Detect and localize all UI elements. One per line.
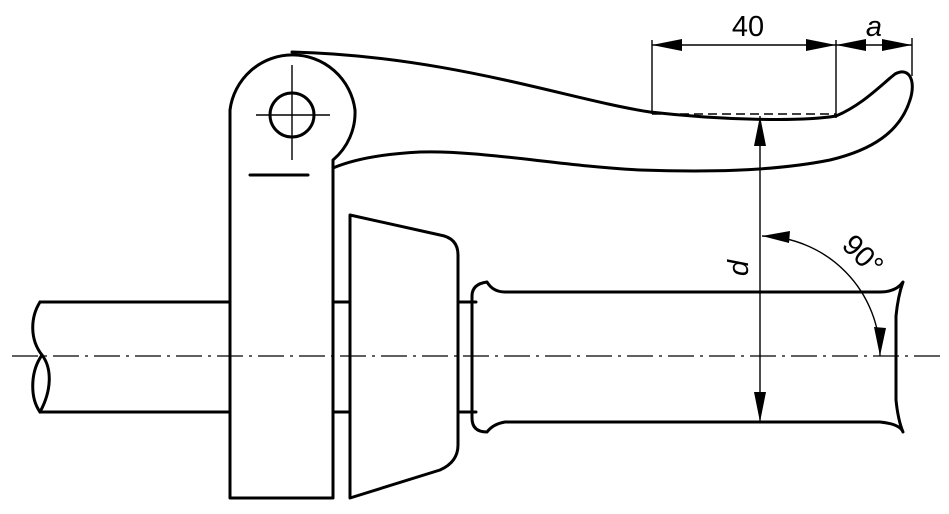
dimension-a-label: a — [866, 11, 882, 43]
pivot-bolt — [256, 65, 330, 160]
grip-collar — [348, 213, 460, 500]
dimension-a: a — [836, 11, 913, 76]
dimension-d-label: d — [723, 259, 755, 276]
lever-bracket — [228, 53, 357, 500]
brake-lever — [290, 50, 914, 173]
dimension-40-label: 40 — [732, 11, 764, 43]
dimension-40: 40 — [651, 11, 837, 118]
handlebar-tube — [31, 300, 478, 414]
handlebar-grip — [470, 280, 905, 434]
angle-90-label: 90° — [836, 229, 890, 283]
dimension-d: d — [723, 116, 766, 422]
